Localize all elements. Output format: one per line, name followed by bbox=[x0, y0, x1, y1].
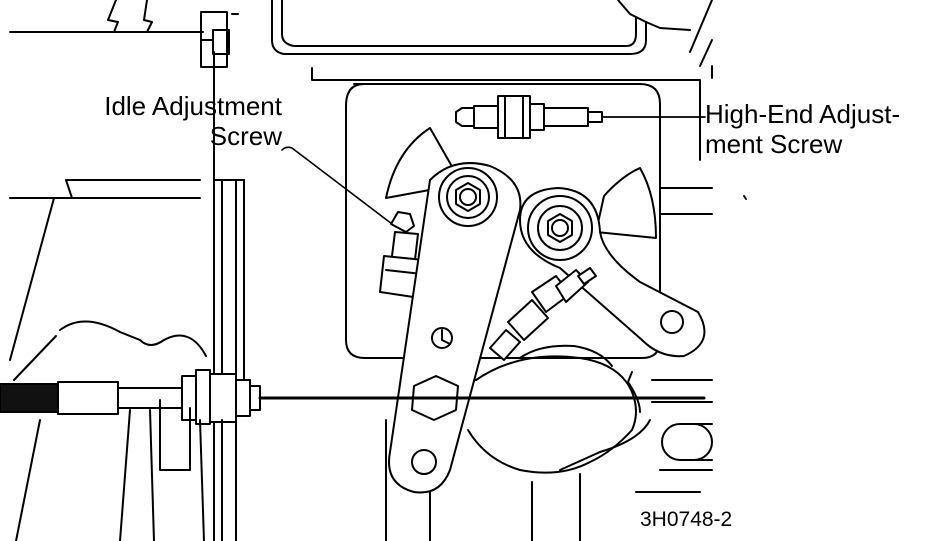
leader-lines bbox=[281, 146, 393, 225]
figure-number: 3H0748-2 bbox=[640, 508, 733, 531]
idle-label-line-2: Screw bbox=[209, 121, 282, 151]
top-housing bbox=[271, 0, 713, 215]
main-throttle-arm bbox=[388, 162, 522, 494]
left-body bbox=[9, 179, 207, 541]
high-end-screw-assembly bbox=[455, 95, 706, 139]
high-label-line-1: High-End Adjust- bbox=[705, 99, 901, 129]
linkage-screw bbox=[489, 267, 597, 361]
throttle-cable bbox=[0, 369, 706, 541]
top-left-bracket bbox=[9, 0, 239, 68]
throttle-lever-right bbox=[519, 187, 706, 358]
high-end-adjustment-screw-label: High-End Adjust- ment Screw bbox=[705, 99, 900, 159]
idle-label-line-1: Idle Adjustment bbox=[104, 91, 282, 121]
high-label-line-2: ment Screw bbox=[705, 129, 843, 159]
idle-adjustment-screw-label: Idle Adjustment Screw bbox=[84, 91, 282, 151]
idle-leader-line bbox=[281, 146, 393, 225]
